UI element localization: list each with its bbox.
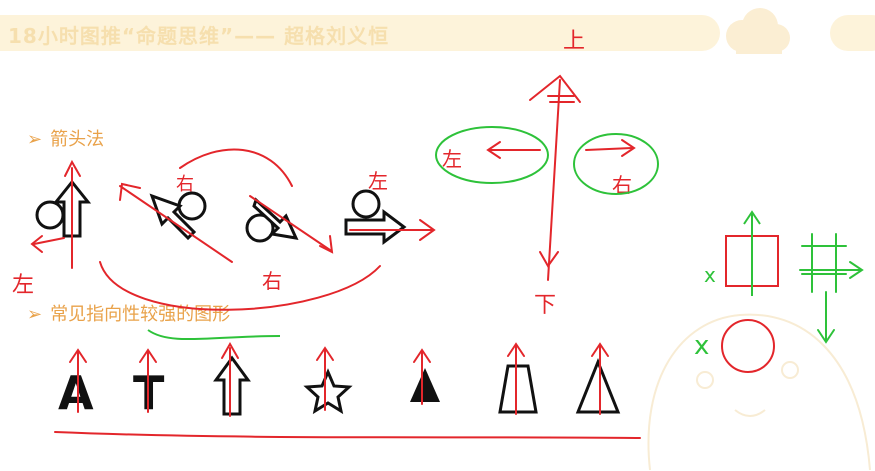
label-cross-1: x [704,263,716,287]
label-down: 下 [534,293,556,318]
section-arrow-method: ➢ 箭头法 [27,125,104,151]
banner-pill [830,15,875,51]
direction-circles [435,126,659,195]
section-label: 箭头法 [50,129,105,150]
green-underline [147,329,281,341]
arrow-method-annotations: 左 右 右 左 [12,148,436,311]
bullet-icon: ➢ [27,304,43,325]
shape-triangle-outline [575,357,621,414]
label-right-2: 右 [262,269,282,293]
label-cross-2: x [694,331,709,361]
label-up: 上 [563,29,585,54]
arrow-shape-down-right [245,197,299,243]
label-right-dir: 右 [612,173,632,197]
title-banner [0,15,720,51]
direction-diagram: 上 下 左 右 [442,29,636,318]
shape-letter-a: A [58,366,94,420]
label-left-2: 左 [368,169,388,193]
label-left-dir: 左 [442,147,462,171]
section-label: 常见指向性较强的图形 [50,304,231,325]
shape-arrow-outline [213,355,251,416]
arrow-shape-up [35,179,92,238]
arrow-shape-right [344,189,407,245]
symmetry-sketch-grid [799,233,864,344]
arrow-shape-up-left [149,191,207,241]
cloud-decoration [726,8,790,54]
label-right-1: 右 [176,174,194,195]
shape-up-arrows [54,341,641,439]
label-left-1: 左 [12,273,34,298]
shape-filled-triangle [410,368,440,402]
mascot-watermark [647,313,871,471]
section-directional-shapes: ➢ 常见指向性较强的图形 [27,300,230,326]
bullet-icon: ➢ [27,129,43,150]
symmetry-sketch-circle [721,319,775,373]
banner-title: 18小时图推“命题思维”—— 超格刘义恒 [8,24,390,48]
symmetry-sketch-rect [725,210,779,296]
shape-star-outline [303,368,353,415]
shape-trapezoid-outline [498,364,538,414]
